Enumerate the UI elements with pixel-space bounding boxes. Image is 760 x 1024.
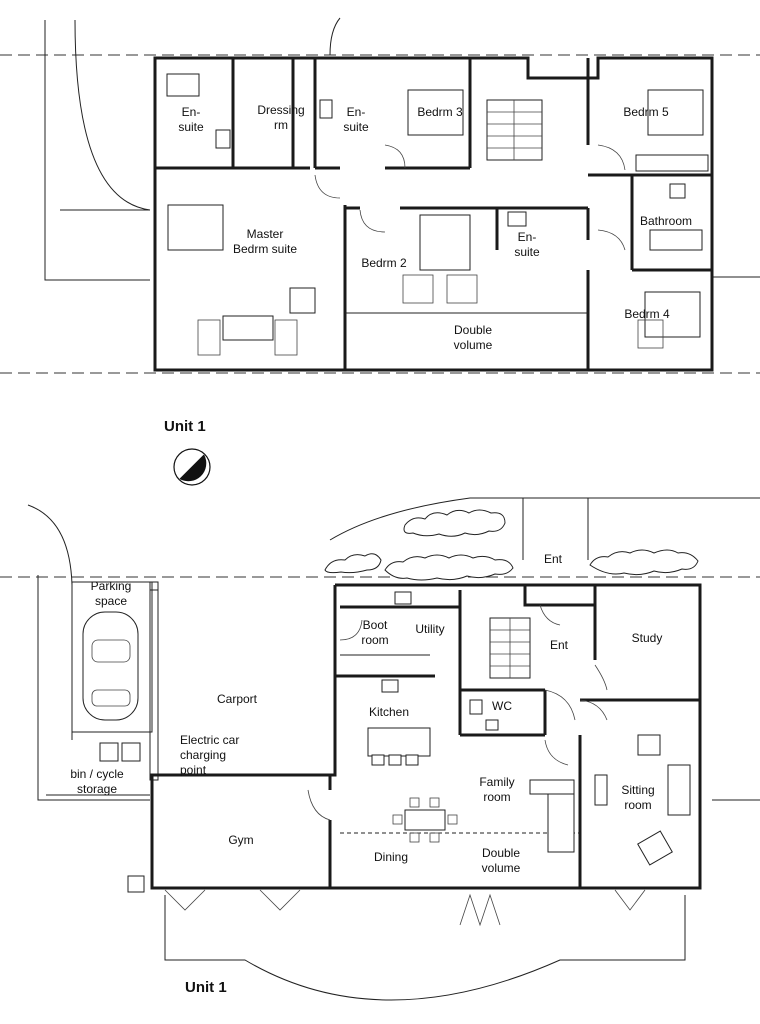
label-line: volume xyxy=(482,861,521,875)
label-line: Bedrm 2 xyxy=(361,256,407,270)
label-line: charging xyxy=(180,748,226,762)
ground-floor-title: Unit 1 xyxy=(185,979,227,996)
label-line: Sitting xyxy=(621,783,654,797)
label-line: room xyxy=(361,633,388,647)
label-line: Family xyxy=(479,775,514,789)
label-line: space xyxy=(95,594,127,608)
room-label-bedrm4: Bedrm 4 xyxy=(624,307,670,321)
label-line: Study xyxy=(632,631,663,645)
room-label-bedrm2: Bedrm 2 xyxy=(361,256,407,270)
ground-floor-plan xyxy=(0,497,760,1001)
label-line: En- xyxy=(182,105,201,119)
label-line: Bathroom xyxy=(640,214,692,228)
label-line: Dressing xyxy=(257,103,304,117)
label-line: Utility xyxy=(415,622,444,636)
upper-floor-plan xyxy=(0,17,760,374)
label-line: Electric car xyxy=(180,733,239,747)
label-line: Bedrm 5 xyxy=(623,105,669,119)
room-label-ensuite-1: En-suite xyxy=(178,105,204,134)
label-line: Dining xyxy=(374,850,408,864)
room-label-dining: Dining xyxy=(374,850,408,864)
label-line: Boot xyxy=(363,618,388,632)
label-line: room xyxy=(483,790,510,804)
room-label-carport: Carport xyxy=(217,692,258,706)
label-line: Bedrm suite xyxy=(233,242,297,256)
car-icon xyxy=(82,611,139,721)
room-label-ent-outside: Ent xyxy=(544,552,563,566)
label-line: bin / cycle xyxy=(70,767,124,781)
label-line: Ent xyxy=(550,638,569,652)
room-label-bedrm5: Bedrm 5 xyxy=(623,105,669,119)
label-line: suite xyxy=(343,120,369,134)
label-line: Kitchen xyxy=(369,705,409,719)
label-line: En- xyxy=(347,105,366,119)
room-label-utility: Utility xyxy=(415,622,444,636)
upper-floor-title: Unit 1 xyxy=(164,418,206,435)
label-line: rm xyxy=(274,118,288,132)
room-label-bedrm3: Bedrm 3 xyxy=(417,105,463,119)
hedge-icon xyxy=(324,509,699,581)
label-line: Bedrm 4 xyxy=(624,307,670,321)
label-line: Parking xyxy=(91,579,132,593)
room-label-gym: Gym xyxy=(228,833,253,847)
label-line: Gym xyxy=(228,833,253,847)
label-line: point xyxy=(180,763,207,777)
label-line: Double xyxy=(454,323,492,337)
label-line: Master xyxy=(247,227,284,241)
label-line: suite xyxy=(514,245,540,259)
label-line: suite xyxy=(178,120,204,134)
label-line: Double xyxy=(482,846,520,860)
north-arrow-icon xyxy=(173,448,211,486)
room-label-wc: WC xyxy=(492,699,512,713)
room-label-bathroom: Bathroom xyxy=(640,214,692,228)
label-line: Ent xyxy=(544,552,563,566)
label-line: volume xyxy=(454,338,493,352)
label-line: storage xyxy=(77,782,117,796)
room-label-study: Study xyxy=(632,631,663,645)
label-line: En- xyxy=(518,230,537,244)
room-label-ensuite-3: En-suite xyxy=(514,230,540,259)
label-line: WC xyxy=(492,699,512,713)
label-line: Carport xyxy=(217,692,258,706)
label-line: Bedrm 3 xyxy=(417,105,463,119)
label-line: room xyxy=(624,798,651,812)
room-label-ensuite-2: En-suite xyxy=(343,105,369,134)
room-label-ent-inside: Ent xyxy=(550,638,569,652)
room-label-kitchen: Kitchen xyxy=(369,705,409,719)
